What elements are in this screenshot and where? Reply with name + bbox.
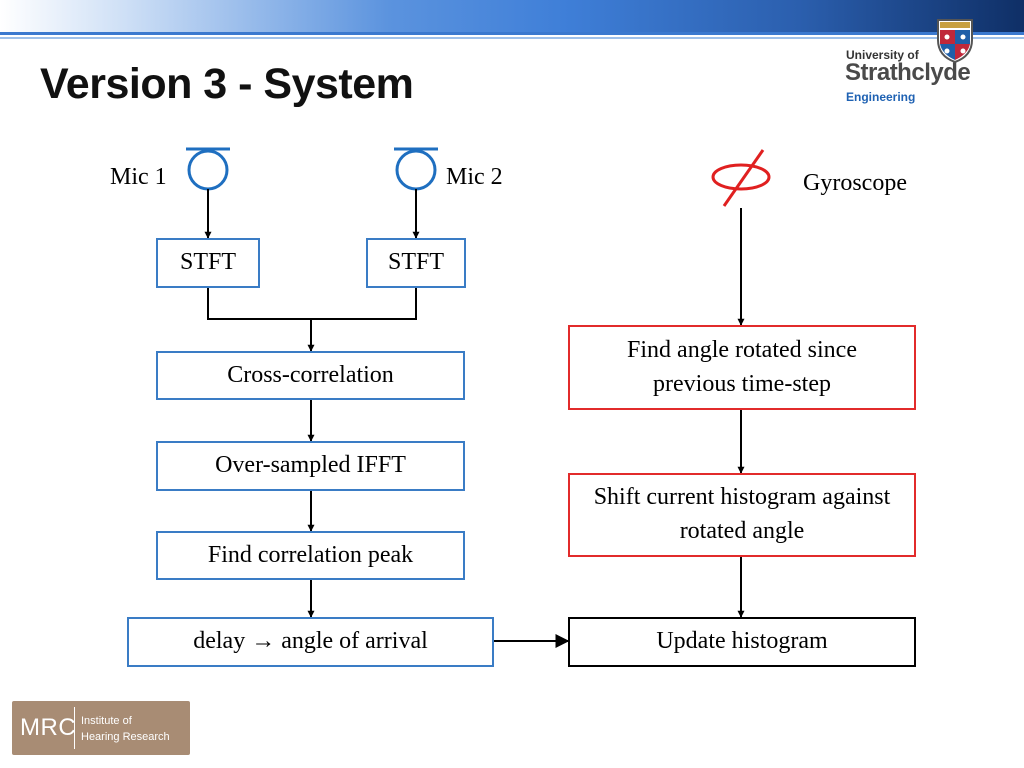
- mrc-logo-short: MRC: [20, 714, 77, 741]
- mrc-logo-line-2: Hearing Research: [81, 731, 170, 743]
- mrc-logo-divider: [74, 707, 75, 749]
- cross-correlation-block: Cross-correlation: [156, 351, 465, 400]
- mrc-logo: MRC Institute of Hearing Research: [12, 701, 190, 755]
- shift-histogram-block: Shift current histogram against rotated …: [568, 473, 916, 557]
- header-gradient-bar: [0, 0, 1024, 32]
- gyroscope-icon: [711, 149, 771, 207]
- find-correlation-peak-block: Find correlation peak: [156, 531, 465, 580]
- crest-icon: [937, 19, 973, 64]
- mic-2-label: Mic 2: [446, 164, 503, 190]
- microphone-1-icon: [186, 147, 230, 191]
- stft-block-1: STFT: [156, 238, 260, 288]
- delay-to-angle-block: delay → angle of arrival: [127, 617, 494, 667]
- find-angle-rotated-block: Find angle rotated since previous time-s…: [568, 325, 916, 410]
- header-rule-light: [0, 37, 1024, 39]
- university-logo: University of Strathclyde Engineering: [842, 10, 992, 110]
- stft-block-2: STFT: [366, 238, 466, 288]
- mic-1-label: Mic 1: [110, 164, 167, 190]
- gyroscope-label: Gyroscope: [803, 170, 907, 196]
- update-histogram-block: Update histogram: [568, 617, 916, 667]
- logo-text-engineering: Engineering: [846, 90, 916, 104]
- logo-text-university-of: University of: [846, 48, 919, 62]
- slide-title: Version 3 - System: [40, 60, 414, 108]
- header-rule: [0, 32, 1024, 35]
- microphone-2-icon: [394, 147, 438, 191]
- logo-text-strathclyde: Strathclyde: [845, 59, 971, 86]
- mrc-logo-line-1: Institute of: [81, 715, 132, 727]
- over-sampled-ifft-block: Over-sampled IFFT: [156, 441, 465, 491]
